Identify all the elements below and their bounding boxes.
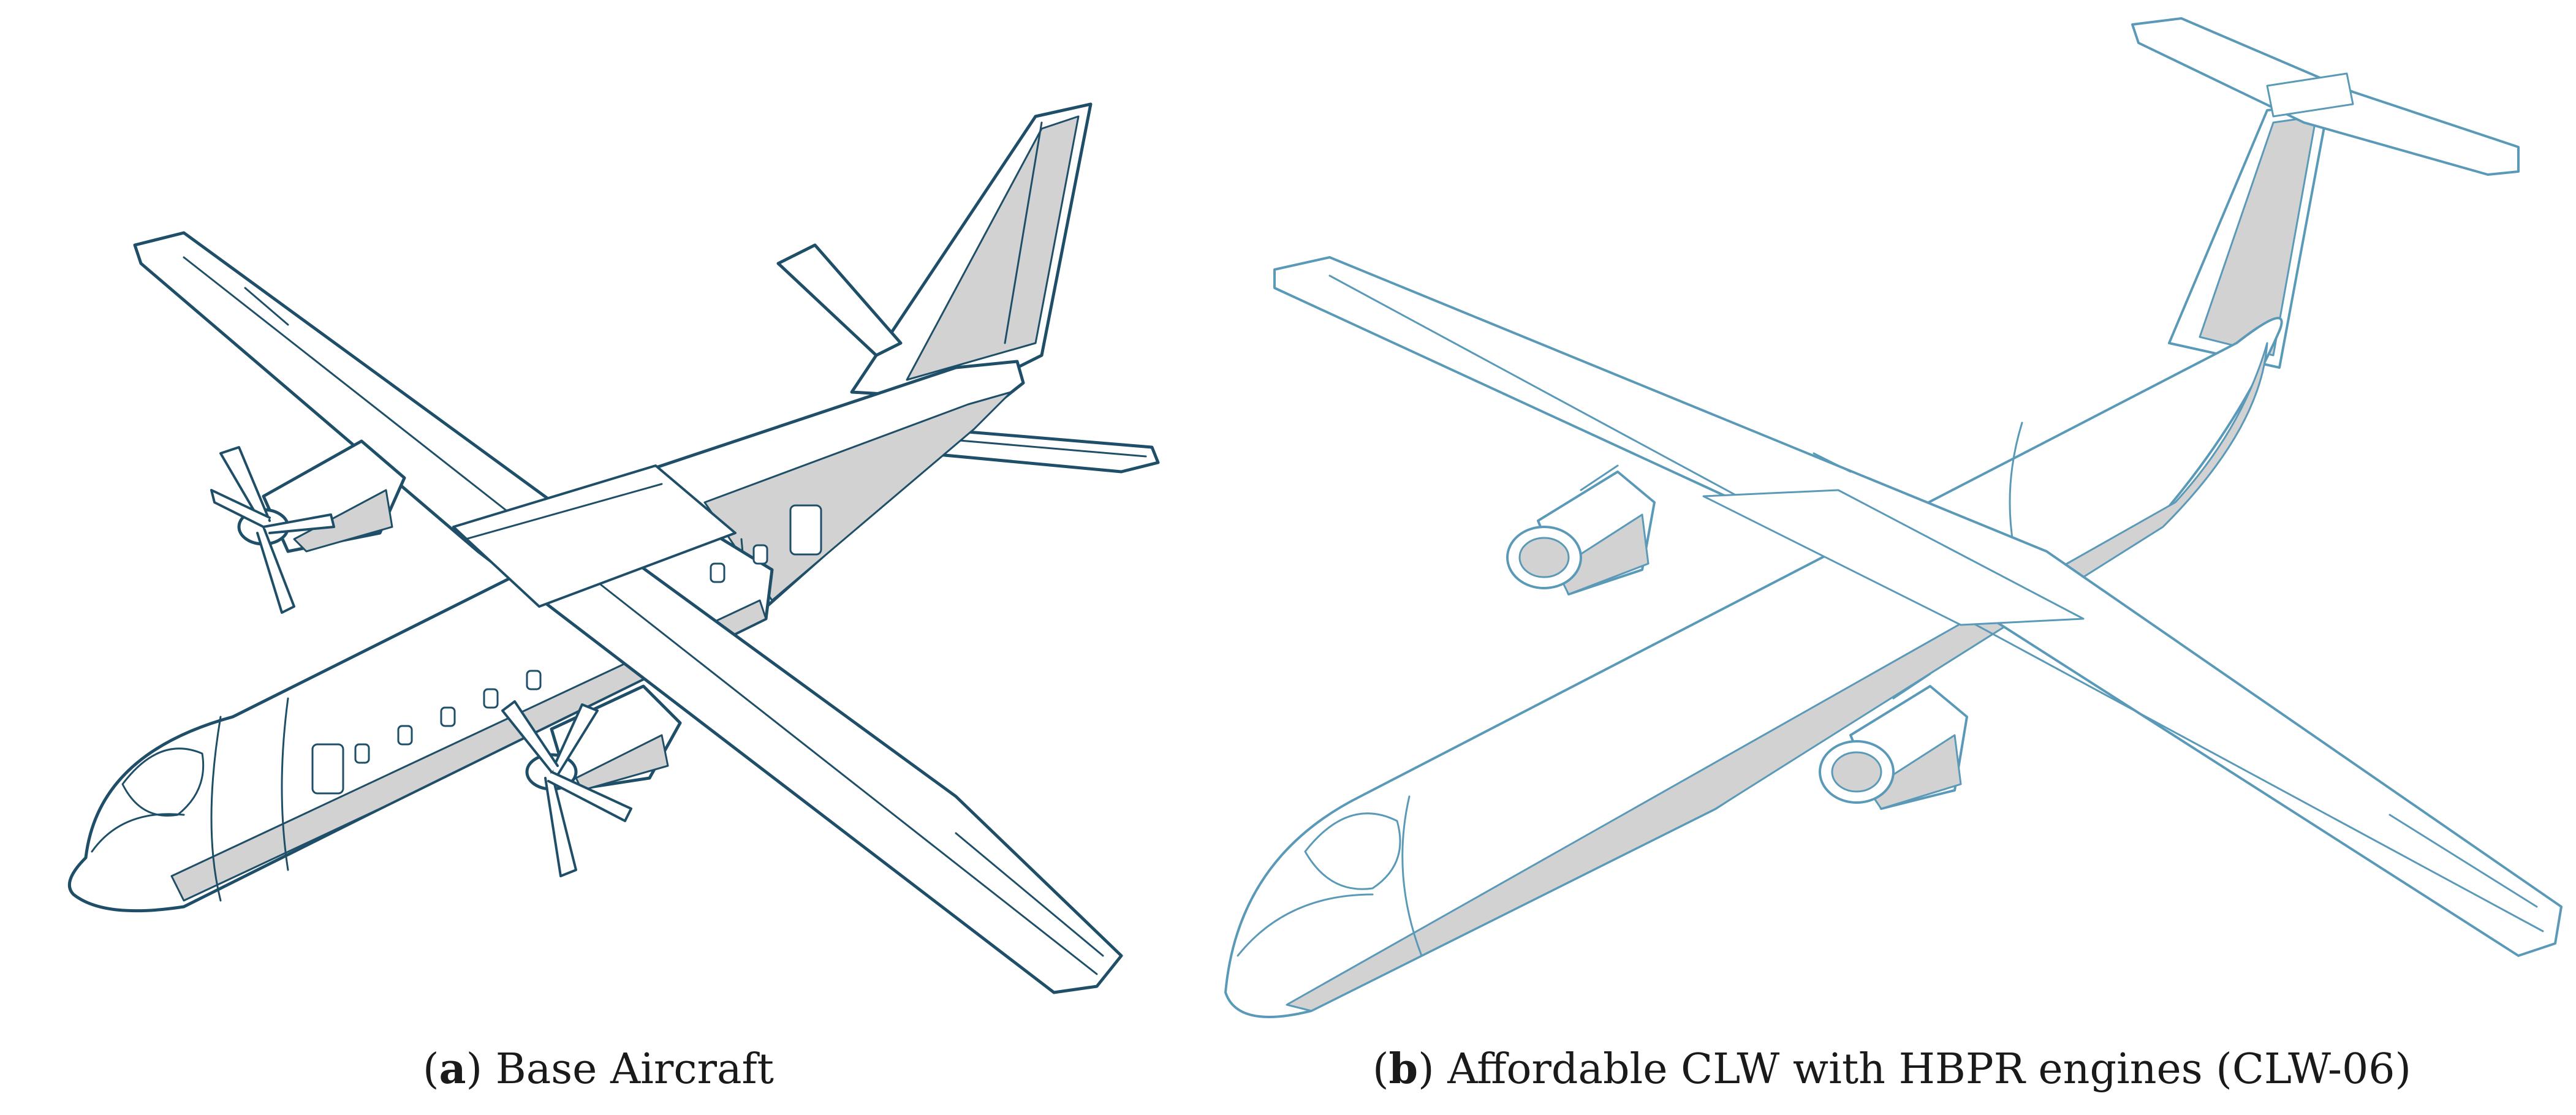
subfigure-a-caption: (a) Base Aircraft — [423, 1045, 775, 1094]
subfigure-a-letter: a — [439, 1045, 466, 1094]
subfigure-b-title: Affordable CLW with HBPR engines (CLW-06… — [1447, 1045, 2412, 1094]
clw06-fuselage — [1224, 317, 2283, 1018]
base-main-wing — [133, 231, 1123, 994]
subfigure-a-title: Base Aircraft — [495, 1045, 775, 1094]
clw06-aircraft-drawing — [1224, 17, 2563, 1018]
base-horizontal-tail — [776, 243, 1160, 474]
base-right-propeller — [501, 700, 632, 877]
clw06-right-engine — [1819, 673, 1968, 810]
clw06-main-wing — [1273, 256, 2563, 957]
clw06-vertical-tail — [2168, 103, 2330, 369]
clw06-left-engine — [1506, 464, 1656, 595]
base-vertical-tail — [850, 102, 1093, 400]
subfigure-b-letter: b — [1388, 1045, 1419, 1094]
clw06-horizontal-tail — [2131, 17, 2520, 176]
subfigure-b-caption: (b) Affordable CLW with HBPR engines (CL… — [1373, 1045, 2412, 1094]
base-left-propeller — [210, 446, 335, 614]
base-aircraft-drawing — [67, 102, 1160, 994]
